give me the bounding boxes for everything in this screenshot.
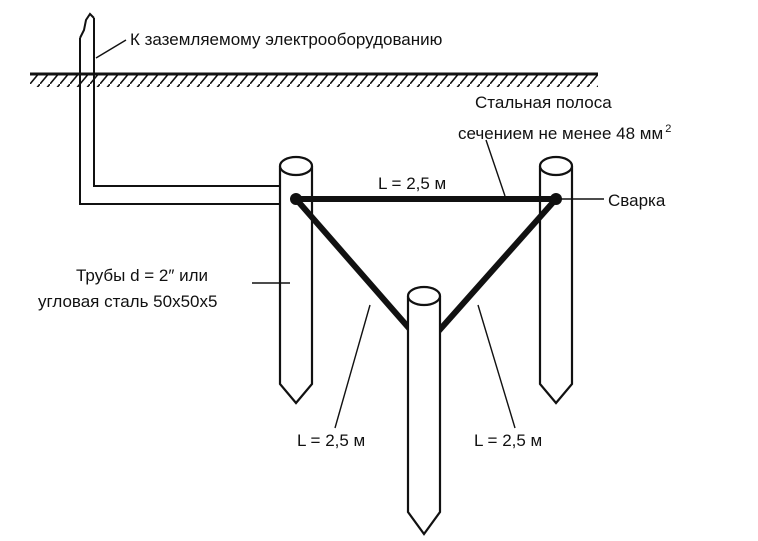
ground-surface <box>30 72 598 87</box>
length-label-left: L = 2,5 м <box>297 431 366 450</box>
weld-point-left <box>290 193 302 205</box>
steel-strip-label-line1: Стальная полоса <box>475 93 612 112</box>
length-label-right: L = 2,5 м <box>474 431 543 450</box>
steel-strip-section-text: сечением не менее 48 мм <box>458 124 664 143</box>
equipment-conductor <box>79 12 284 205</box>
center-electrode <box>406 285 442 536</box>
steel-strip <box>293 196 559 345</box>
left-electrode <box>278 155 314 405</box>
weld-label: Сварка <box>608 191 666 210</box>
leader-lines <box>95 39 604 429</box>
length-label-top: L = 2,5 м <box>378 174 447 193</box>
square-exponent: 2 <box>665 123 672 135</box>
pipes-label-line1: Трубы d = 2″ или <box>76 266 208 285</box>
equipment-label: К заземляемому электрооборудованию <box>130 30 443 49</box>
right-electrode <box>538 155 574 405</box>
pipes-label-line2: угловая сталь 50x50x5 <box>38 292 218 311</box>
